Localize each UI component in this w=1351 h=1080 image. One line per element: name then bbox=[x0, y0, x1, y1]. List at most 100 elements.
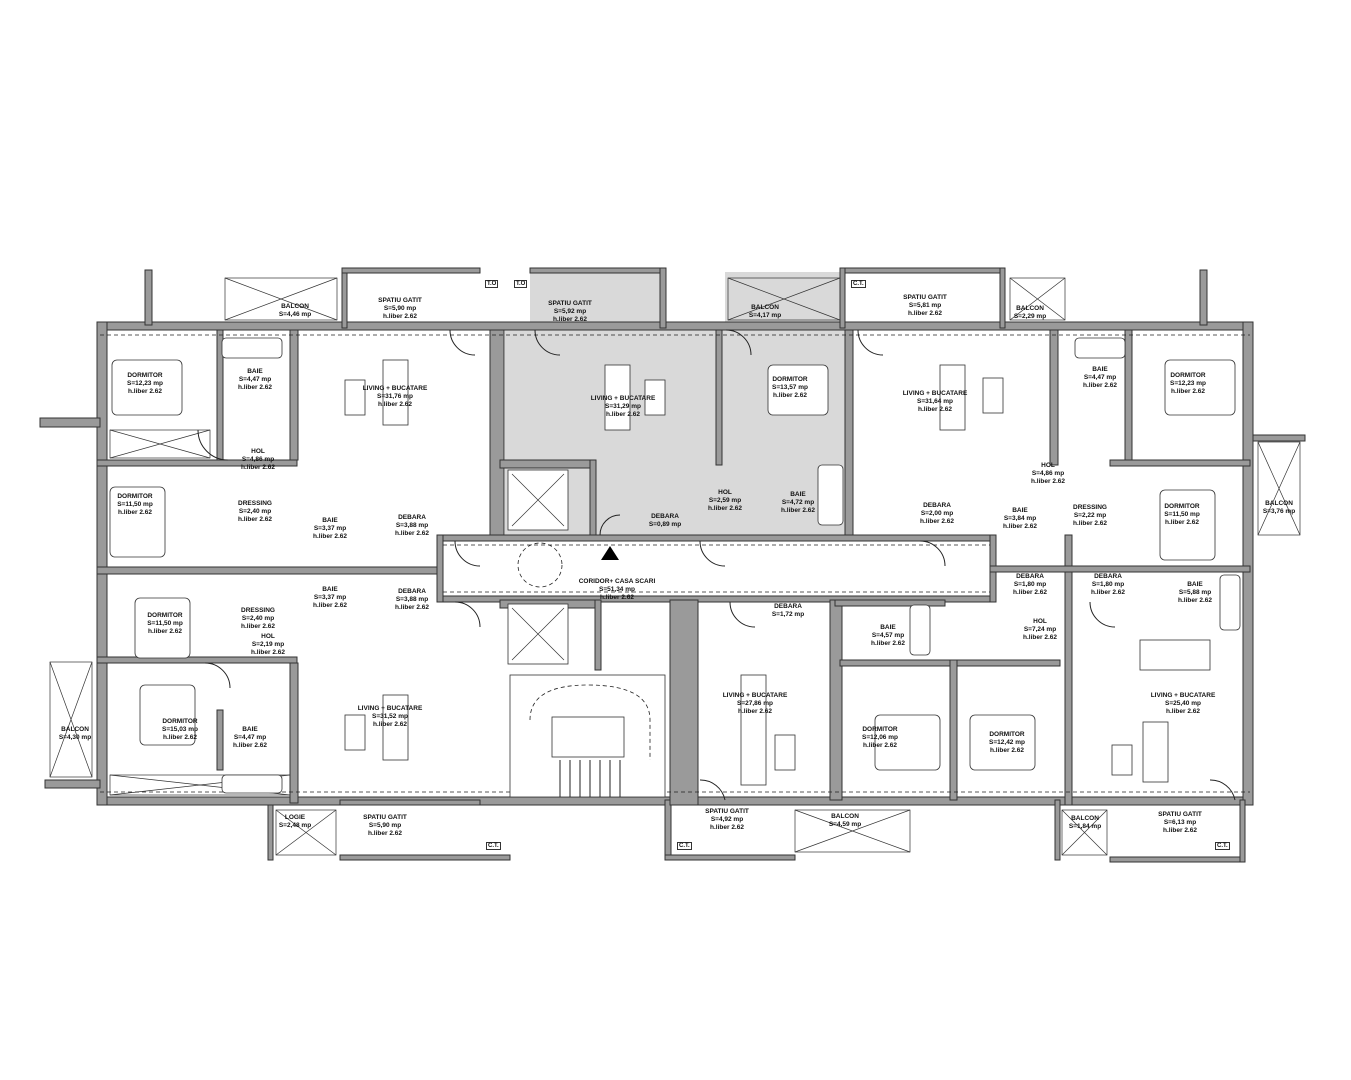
room-height: h.liber 2.62 bbox=[378, 401, 412, 408]
room-area: S=15,03 mp bbox=[162, 726, 198, 733]
room-name: DORMITOR bbox=[1170, 372, 1206, 379]
room-area: S=5,90 mp bbox=[368, 822, 402, 829]
room-area: S=4,47 mp bbox=[233, 734, 267, 741]
room-name: DEBARA bbox=[398, 588, 426, 595]
room-area: S=51,34 mp bbox=[599, 586, 635, 593]
room-area: S=4,17 mp bbox=[748, 312, 782, 319]
room-height: h.liber 2.62 bbox=[395, 530, 429, 537]
room-height: h.liber 2.62 bbox=[1003, 523, 1037, 530]
entrance-marker-icon bbox=[601, 546, 619, 560]
room-area: S=31,29 mp bbox=[605, 403, 641, 410]
room-name: BAIE bbox=[1012, 507, 1028, 514]
room-name: DORMITOR bbox=[127, 372, 163, 379]
room-area: S=4,72 mp bbox=[781, 499, 815, 506]
room-name: BALCON bbox=[61, 726, 89, 733]
room-name: BAIE bbox=[880, 624, 896, 631]
room-name: BALCON bbox=[751, 304, 779, 311]
room-name: HOL bbox=[1033, 618, 1047, 625]
room-name: BALCON bbox=[1071, 815, 1099, 822]
room-area: S=1,72 mp bbox=[771, 611, 805, 618]
room-height: h.liber 2.62 bbox=[1163, 827, 1197, 834]
room-area: S=2,40 mp bbox=[238, 508, 272, 515]
room-height: h.liber 2.62 bbox=[710, 824, 744, 831]
room-area: S=31,52 mp bbox=[372, 713, 408, 720]
room-name: BAIE bbox=[1092, 366, 1108, 373]
room-height: h.liber 2.62 bbox=[1013, 589, 1047, 596]
room-height: h.liber 2.62 bbox=[773, 392, 807, 399]
to-tag: T.O bbox=[514, 280, 528, 288]
room-area: S=4,30 mp bbox=[58, 734, 92, 741]
room-name: BAIE bbox=[322, 517, 338, 524]
room-area: S=3,84 mp bbox=[1003, 515, 1037, 522]
room-name: BALCON bbox=[831, 813, 859, 820]
room-area: S=1,80 mp bbox=[1091, 581, 1125, 588]
room-area: S=7,24 mp bbox=[1023, 626, 1057, 633]
room-height: h.liber 2.62 bbox=[241, 464, 275, 471]
room-area: S=13,57 mp bbox=[772, 384, 808, 391]
room-height: h.liber 2.62 bbox=[148, 628, 182, 635]
room-name: DORMITOR bbox=[862, 726, 898, 733]
room-area: S=4,47 mp bbox=[1083, 374, 1117, 381]
room-name: HOL bbox=[261, 633, 275, 640]
room-height: h.liber 2.62 bbox=[1023, 634, 1057, 641]
room-height: h.liber 2.62 bbox=[383, 313, 417, 320]
room-height: h.liber 2.62 bbox=[738, 708, 772, 715]
room-area: S=3,88 mp bbox=[395, 596, 429, 603]
highlighted-kitchen bbox=[530, 272, 665, 327]
room-name: LIVING + BUCATARE bbox=[590, 395, 656, 402]
room-area: S=2,29 mp bbox=[1013, 313, 1047, 320]
room-name: DRESSING bbox=[238, 500, 272, 507]
ct-tag: C.T. bbox=[851, 280, 866, 288]
room-height: h.liber 2.62 bbox=[1031, 478, 1065, 485]
room-name: DORMITOR bbox=[1164, 503, 1200, 510]
room-area: S=4,46 mp bbox=[278, 311, 312, 318]
room-area: S=6,13 mp bbox=[1163, 819, 1197, 826]
room-name: SPATIU GATIT bbox=[363, 814, 407, 821]
room-area: S=12,23 mp bbox=[1170, 380, 1206, 387]
room-area: S=0,89 mp bbox=[648, 521, 682, 528]
room-area: S=1,84 mp bbox=[1068, 823, 1102, 830]
room-height: h.liber 2.62 bbox=[1166, 708, 1200, 715]
room-area: S=5,81 mp bbox=[908, 302, 942, 309]
room-height: h.liber 2.62 bbox=[238, 384, 272, 391]
room-area: S=4,92 mp bbox=[710, 816, 744, 823]
room-name: LOGIE bbox=[284, 814, 306, 821]
room-area: S=2,22 mp bbox=[1073, 512, 1107, 519]
room-name: SPATIU GATIT bbox=[903, 294, 947, 301]
room-area: S=12,06 mp bbox=[862, 734, 898, 741]
room-name: DEBARA bbox=[398, 514, 426, 521]
room-area: S=4,59 mp bbox=[828, 821, 862, 828]
room-area: S=31,76 mp bbox=[377, 393, 413, 400]
room-height: h.liber 2.62 bbox=[990, 747, 1024, 754]
interior-walls bbox=[96, 329, 1251, 806]
room-height: h.liber 2.62 bbox=[1091, 589, 1125, 596]
room-height: h.liber 2.62 bbox=[606, 411, 640, 418]
